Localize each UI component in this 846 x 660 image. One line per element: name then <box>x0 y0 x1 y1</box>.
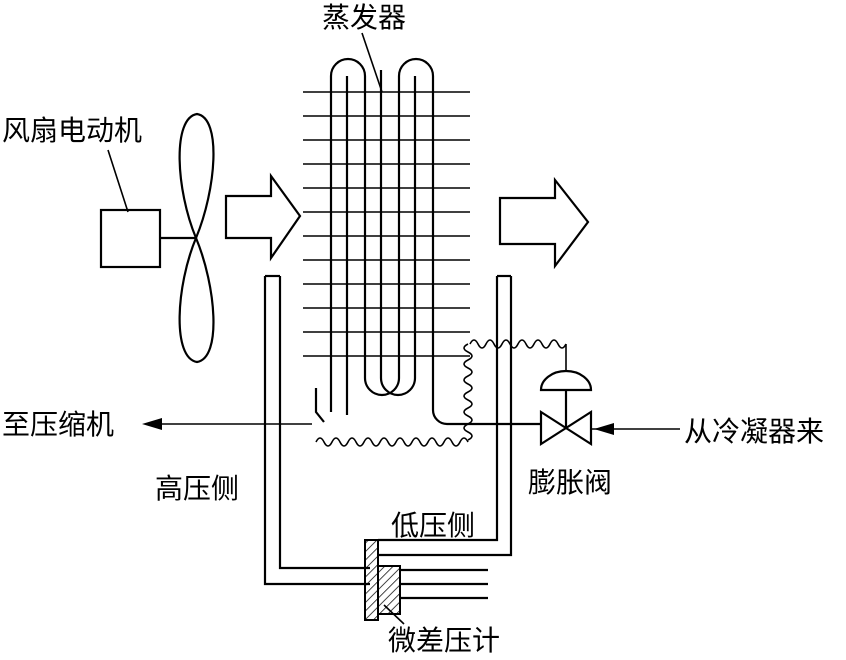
outlet-airflow-arrow <box>498 176 590 270</box>
capillary-coil-upper <box>469 339 567 349</box>
low-pressure-side-label: 低压侧 <box>391 509 475 542</box>
capillary-coil-rise <box>463 343 473 441</box>
fan-motor-label: 风扇电动机 <box>2 114 142 147</box>
from-condenser-arrowhead <box>594 423 614 435</box>
evaporator-leader-line <box>361 32 383 93</box>
expansion-valve <box>539 369 593 447</box>
high-pressure-side-label: 高压侧 <box>155 472 239 505</box>
evaporator-fins <box>303 91 470 357</box>
fan-motor-leader-line <box>107 149 129 213</box>
evaporator-label: 蒸发器 <box>322 1 406 34</box>
inlet-airflow-arrow <box>224 172 302 262</box>
low-pressure-tube-inner <box>378 276 499 542</box>
low-pressure-tube-outer <box>378 276 513 557</box>
liquid-line-to-valve <box>431 409 541 426</box>
high-pressure-tube-inner <box>278 276 370 570</box>
fan-blades <box>178 112 215 364</box>
evaporator-coil <box>303 57 470 415</box>
fan-motor-box <box>99 208 162 269</box>
micro-manometer <box>364 539 401 621</box>
to-compressor-arrowhead <box>142 418 162 430</box>
from-condenser-label: 从冷凝器来 <box>684 415 824 448</box>
evaporator-outlet-tube <box>314 388 325 423</box>
to-compressor-label: 至压缩机 <box>2 408 114 441</box>
capillary-coil-lower <box>315 437 469 447</box>
micro-manometer-label: 微差压计 <box>388 624 500 657</box>
expansion-valve-label: 膨胀阀 <box>528 466 612 499</box>
high-pressure-tube-outer <box>263 276 370 586</box>
